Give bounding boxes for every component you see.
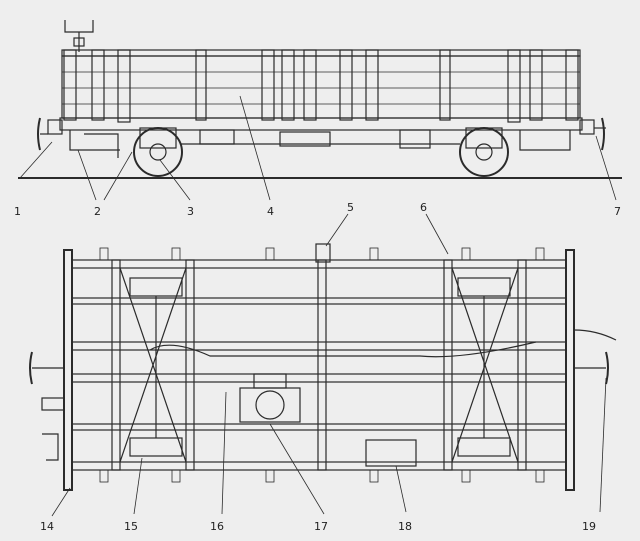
coupling-right	[573, 329, 617, 385]
brake-cylinder	[239, 373, 301, 423]
brake-rigging	[69, 129, 571, 158]
wagon-body	[61, 55, 581, 119]
callout-1: 1	[14, 205, 21, 218]
brake-pipe	[149, 341, 537, 358]
body-stanchions	[63, 49, 579, 123]
underframe-plan-view	[29, 243, 617, 491]
callout-labels: 1 2 3 4 7 5 6 14 15 16 17 18 19	[14, 201, 621, 533]
axle-boxes	[129, 277, 511, 457]
side-elevation-view	[18, 20, 622, 179]
callout-3: 3	[187, 205, 194, 218]
buffer-left	[37, 117, 63, 151]
callout-18: 18	[398, 520, 412, 533]
callout-16: 16	[210, 520, 224, 533]
solebar	[59, 117, 583, 131]
callout-14: 14	[40, 520, 54, 533]
brake-wheel-standard	[64, 20, 94, 52]
lugs	[99, 247, 545, 483]
callout-2: 2	[94, 205, 101, 218]
callout-15: 15	[124, 520, 138, 533]
headstock-right	[565, 249, 575, 491]
wheelset-left	[133, 127, 183, 177]
buffer-right	[579, 117, 606, 151]
air-reservoir	[365, 439, 417, 467]
leader-lines	[19, 95, 617, 517]
callout-7: 7	[614, 205, 621, 218]
solebar-bottom	[71, 461, 567, 471]
wheelset-right	[459, 127, 509, 177]
headstock-left	[63, 249, 73, 491]
callout-17: 17	[314, 520, 328, 533]
solebar-top	[71, 259, 567, 269]
callout-4: 4	[267, 205, 274, 218]
callout-6: 6	[420, 201, 427, 214]
cross-members	[111, 259, 527, 471]
callout-5: 5	[347, 201, 354, 214]
coupling-left	[29, 351, 65, 461]
body-top-rail	[61, 49, 581, 57]
center-bracket	[315, 243, 331, 263]
callout-19: 19	[582, 520, 596, 533]
